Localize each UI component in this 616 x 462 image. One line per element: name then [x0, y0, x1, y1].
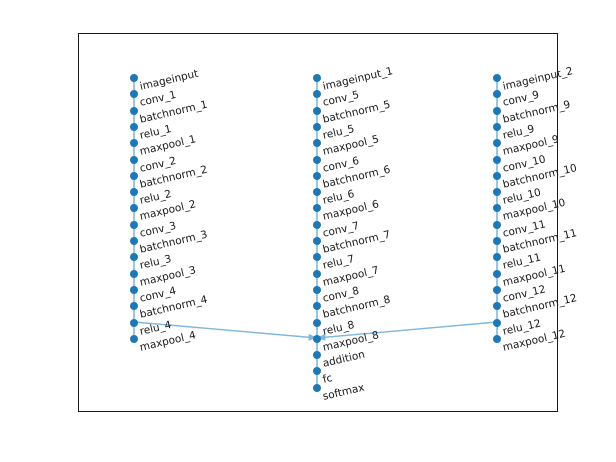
graph-node-conv_5[interactable] — [313, 90, 321, 99]
graph-node-maxpool_3[interactable] — [130, 269, 138, 278]
graph-node-batchnorm_2[interactable] — [130, 171, 138, 180]
graph-node-imageinput_2[interactable] — [493, 74, 501, 82]
graph-node-maxpool_6[interactable] — [313, 204, 321, 213]
graph-node-conv_1[interactable] — [130, 90, 138, 99]
graph-node-maxpool_11[interactable] — [493, 269, 501, 278]
graph-node-relu_7[interactable] — [313, 253, 321, 262]
graph-node-conv_4[interactable] — [130, 285, 138, 294]
graph-node-conv_6[interactable] — [313, 155, 321, 164]
graph-node-conv_12[interactable] — [493, 285, 501, 294]
graph-node-maxpool_8[interactable] — [313, 334, 321, 343]
graph-node-batchnorm_7[interactable] — [313, 237, 321, 245]
graph-node-relu_6[interactable] — [313, 188, 321, 197]
graph-node-batchnorm_3[interactable] — [130, 237, 138, 245]
graph-node-softmax[interactable] — [313, 383, 321, 392]
graph-node-maxpool_4[interactable] — [130, 334, 138, 343]
graph-node-relu_11[interactable] — [493, 253, 501, 262]
graph-node-relu_12[interactable] — [493, 318, 501, 327]
graph-node-maxpool_12[interactable] — [493, 334, 501, 343]
graph-node-relu_4[interactable] — [130, 318, 138, 327]
edge-branch3-to-addition — [316, 321, 498, 341]
graph-node-maxpool_1[interactable] — [130, 139, 138, 148]
graph-node-batchnorm_6[interactable] — [313, 171, 321, 180]
graph-node-conv_3[interactable] — [130, 220, 138, 229]
graph-node-conv_9[interactable] — [493, 90, 501, 99]
axes-border — [78, 33, 558, 412]
graph-node-conv_11[interactable] — [493, 220, 501, 229]
graph-node-batchnorm_8[interactable] — [313, 302, 321, 311]
graph-node-batchnorm_5[interactable] — [313, 106, 321, 115]
graph-node-conv_10[interactable] — [493, 155, 501, 164]
graph-node-batchnorm_9[interactable] — [493, 106, 501, 115]
graph-node-maxpool_2[interactable] — [130, 204, 138, 213]
graph-node-relu_9[interactable] — [493, 122, 501, 131]
graph-node-batchnorm_4[interactable] — [130, 302, 138, 311]
graph-node-relu_2[interactable] — [130, 188, 138, 197]
graph-node-conv_2[interactable] — [130, 155, 138, 164]
graph-node-fc[interactable] — [313, 367, 321, 376]
graph-node-relu_3[interactable] — [130, 253, 138, 262]
graph-node-conv_7[interactable] — [313, 220, 321, 229]
graph-node-batchnorm_10[interactable] — [493, 171, 501, 180]
graph-node-maxpool_7[interactable] — [313, 269, 321, 278]
graph-node-maxpool_5[interactable] — [313, 139, 321, 148]
graph-node-relu_8[interactable] — [313, 318, 321, 327]
graph-node-maxpool_9[interactable] — [493, 139, 501, 148]
graph-node-conv_8[interactable] — [313, 285, 321, 294]
graph-node-batchnorm_1[interactable] — [130, 106, 138, 115]
edge-branch1-to-addition — [133, 321, 318, 341]
graph-node-maxpool_10[interactable] — [493, 204, 501, 213]
graph-node-relu_10[interactable] — [493, 188, 501, 197]
graph-node-imageinput_1[interactable] — [313, 74, 321, 82]
graph-node-batchnorm_11[interactable] — [493, 237, 501, 245]
graph-node-batchnorm_12[interactable] — [493, 302, 501, 311]
graph-node-relu_5[interactable] — [313, 122, 321, 131]
graph-node-addition[interactable] — [313, 351, 321, 360]
graph-node-relu_1[interactable] — [130, 122, 138, 131]
graph-node-imageinput[interactable] — [130, 74, 138, 82]
